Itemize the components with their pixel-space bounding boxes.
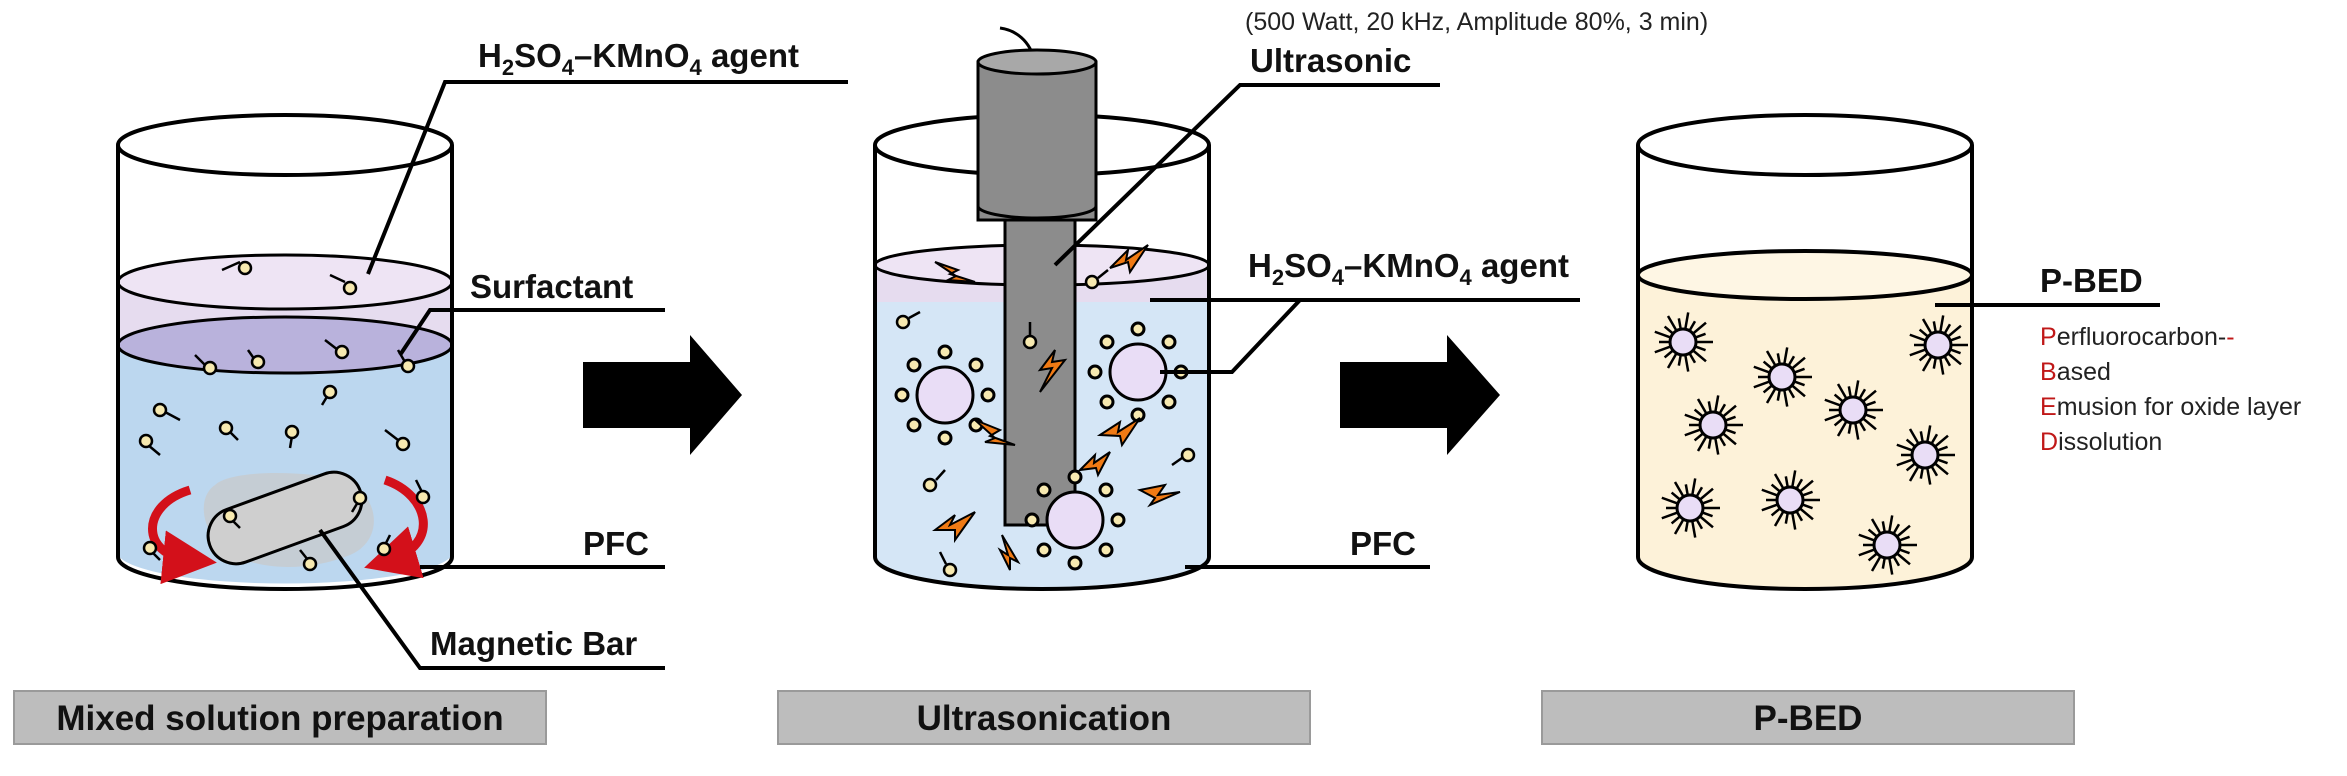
label-pfc-2: PFC (1350, 525, 1416, 562)
micelle (1684, 395, 1743, 455)
acronym-line-1: Perfluorocarbon-- (2040, 323, 2235, 351)
leader-magnetic-bar (318, 528, 665, 670)
droplet (1024, 469, 1126, 571)
leader-agent-1 (366, 80, 848, 275)
micelle (1654, 312, 1713, 372)
beaker3-bottom (1636, 556, 1974, 591)
process-arrow-2 (1340, 335, 1500, 455)
emulsion-top (1636, 249, 1974, 301)
droplet (894, 344, 996, 446)
surfactant-molecules (138, 260, 431, 572)
micelle (1858, 515, 1917, 575)
process-arrow-1 (583, 335, 742, 455)
probe-head-top (976, 48, 1098, 76)
micelle (1896, 425, 1955, 485)
label-agent-1: H2SO4–KMnO4 agent (478, 37, 799, 80)
probe-head (976, 60, 1098, 222)
micelle (1661, 478, 1720, 538)
stage-label-ultrasonication: Ultrasonication (917, 699, 1172, 738)
beaker-mixed-solution (116, 113, 454, 591)
micelle (1824, 380, 1883, 440)
leader-droplet (1160, 298, 1302, 374)
leader-ultrasonic (1053, 83, 1440, 267)
micelle (1761, 470, 1820, 530)
agent-layer-top (116, 253, 454, 311)
beaker-bottom (116, 556, 454, 591)
stage-box-pbed: P-BED (1541, 690, 2075, 745)
stage-box-mixed: Mixed solution preparation (13, 690, 547, 745)
beaker-ultrasonication (873, 26, 1211, 591)
beaker-rim (116, 113, 454, 177)
beaker3-rim (1636, 113, 1974, 177)
label-pfc-1: PFC (583, 525, 649, 562)
stir-arrow-left (148, 485, 217, 585)
acronym-line-2: Based (2040, 358, 2111, 386)
acronym-line-3: Emusion for oxide layer (2040, 393, 2301, 421)
beaker-pbed (1636, 113, 1974, 591)
pbed-acronym: Perfluorocarbon-- Based Emusion for oxid… (2040, 323, 2301, 456)
label-ultrasonic: Ultrasonic (1250, 42, 1411, 79)
acronym-line-4: Dissolution (2040, 428, 2162, 456)
surfactant-molecules-2 (895, 269, 1196, 578)
emulsion-liquid (1638, 275, 1972, 587)
beaker2-bottom (873, 556, 1211, 591)
cavitation-sparks (932, 244, 1181, 571)
stir-arrow-right (364, 475, 428, 579)
label-agent-2: H2SO4–KMnO4 agent (1248, 247, 1569, 290)
probe-head-bottom (976, 205, 1098, 220)
label-ultrasonic-params: (500 Watt, 20 kHz, Amplitude 80%, 3 min) (1245, 8, 1708, 36)
micelle (1753, 347, 1812, 407)
stage-label-mixed: Mixed solution preparation (56, 699, 503, 738)
leader-surfactant (398, 308, 665, 357)
label-surfactant: Surfactant (470, 268, 633, 305)
label-magnetic-bar: Magnetic Bar (430, 625, 637, 662)
droplet (1087, 321, 1189, 423)
micelle (1909, 315, 1968, 375)
label-pbed: P-BED (2040, 262, 2143, 299)
emulsion-droplets-2 (894, 321, 1189, 571)
stage-label-pbed: P-BED (1754, 699, 1863, 738)
stage-box-ultrasonication: Ultrasonication (777, 690, 1311, 745)
pbed-micelles (1654, 312, 1968, 575)
